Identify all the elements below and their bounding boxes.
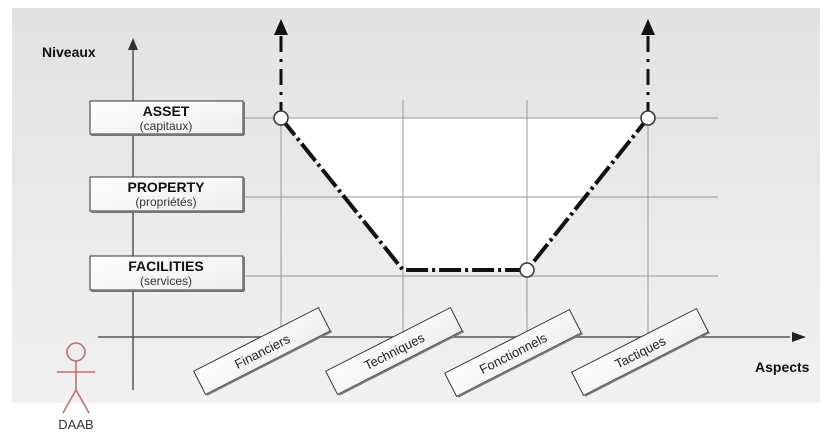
level-title-facilities: FACILITIES — [128, 258, 203, 274]
level-box-property: PROPERTY (propriétés) — [89, 176, 245, 213]
level-box-asset: ASSET (capitaux) — [89, 100, 245, 136]
actor-icon — [57, 342, 95, 414]
level-box-facilities: FACILITIES (services) — [89, 255, 245, 292]
x-axis-title: Aspects — [755, 359, 810, 375]
node-asset-tactiques — [640, 110, 656, 126]
aspect-box-fonctionnels: Fonctionnels — [444, 308, 584, 398]
level-title-asset: ASSET — [143, 103, 190, 119]
x-axis-arrowhead — [792, 332, 806, 342]
level-title-property: PROPERTY — [127, 179, 205, 195]
y-axis-title: Niveaux — [42, 44, 96, 60]
level-subtitle-facilities: (services) — [140, 274, 192, 288]
node-asset-financiers — [273, 110, 289, 126]
y-axis-arrowhead — [128, 38, 138, 50]
level-subtitle-asset: (capitaux) — [140, 119, 193, 133]
trapezoid-outline — [279, 116, 650, 272]
actor-label: DAAB — [58, 417, 93, 432]
upward-arrow-left-head — [274, 19, 288, 35]
upward-arrow-right-head — [641, 19, 655, 35]
node-facilities-fonctionnels — [519, 262, 535, 278]
level-subtitle-property: (propriétés) — [135, 195, 196, 209]
